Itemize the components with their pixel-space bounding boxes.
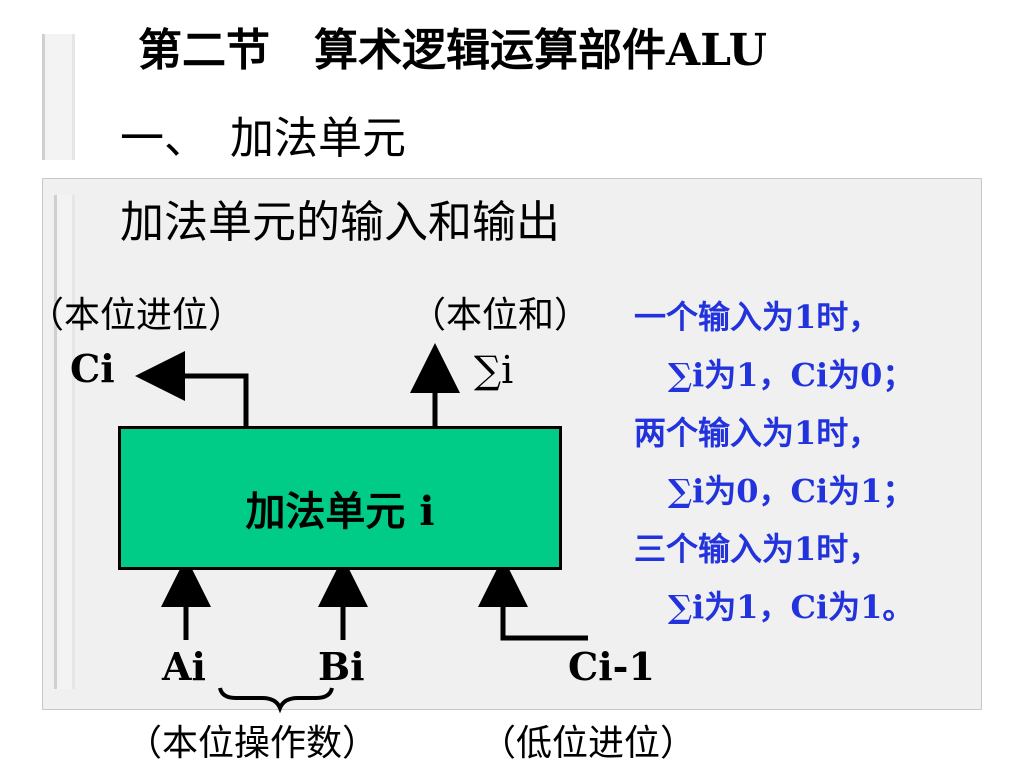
sum-signal: ∑i — [474, 348, 514, 392]
carry-out-arrow — [135, 351, 249, 427]
carry-in-arrow — [478, 557, 588, 641]
operand-brace — [218, 687, 334, 714]
truth-notes: 一个输入为1时， ∑i为1，Ci为0； 两个输入为1时， ∑i为0，Ci为1； … — [634, 288, 914, 636]
note-line: 两个输入为1时， — [634, 414, 881, 452]
carry-out-note: （本位进位） — [28, 295, 245, 336]
carry-out-signal: Ci — [70, 346, 115, 391]
decorative-bar-top — [42, 34, 75, 160]
slide-title: 第二节 算术逻辑运算部件ALU — [138, 25, 768, 76]
sum-note: （本位和） — [410, 295, 591, 336]
carry-in-note: （低位进位） — [480, 723, 697, 764]
note-line: 三个输入为1时， — [634, 530, 881, 568]
input-b-label: Bi — [318, 644, 365, 689]
carry-in-label: Ci-1 — [568, 644, 655, 689]
content-heading: 加法单元的输入和输出 — [120, 197, 560, 248]
decorative-bar-left — [54, 195, 75, 689]
adder-unit-box: 加法单元 i — [118, 426, 562, 570]
note-line: ∑i为0，Ci为1； — [668, 472, 915, 510]
input-a-label: Ai — [162, 644, 206, 689]
adder-unit-label: 加法单元 i — [245, 488, 435, 535]
operands-note: （本位操作数） — [126, 723, 379, 764]
note-line: ∑i为1，Ci为1。 — [668, 588, 915, 626]
note-line: ∑i为1，Ci为0； — [668, 356, 915, 394]
note-line: 一个输入为1时， — [634, 298, 881, 336]
section-subtitle: 一、 加法单元 — [120, 113, 406, 164]
